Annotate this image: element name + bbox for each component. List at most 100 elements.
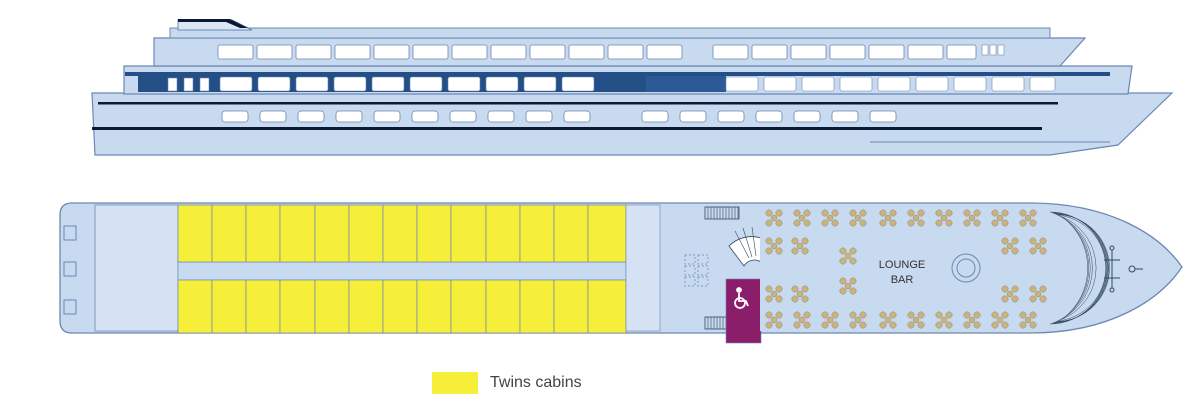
- twin-cabin: [245, 204, 281, 263]
- bridge-window: [997, 44, 1005, 56]
- middle-window: [763, 76, 797, 92]
- lounge-label-1: LOUNGE: [879, 259, 925, 271]
- twin-cabin: [587, 279, 627, 334]
- twin-cabin: [211, 279, 247, 334]
- lounge-table: [1029, 237, 1047, 255]
- upper-window: [490, 44, 527, 60]
- upper-window: [412, 44, 449, 60]
- twin-cabin: [177, 204, 213, 263]
- stern-area: [94, 204, 179, 332]
- lounge-table: [879, 311, 897, 329]
- twin-cabin: [450, 204, 487, 263]
- twin-cabin: [587, 204, 627, 263]
- lounge-table: [793, 311, 811, 329]
- twin-cabin: [211, 204, 247, 263]
- porthole: [563, 110, 591, 123]
- porthole: [793, 110, 821, 123]
- upper-window: [568, 44, 605, 60]
- lounge-table: [765, 285, 783, 303]
- lounge-table: [821, 209, 839, 227]
- middle-window: [219, 76, 253, 92]
- porthole: [831, 110, 859, 123]
- wheelchair-icon: [734, 287, 749, 309]
- middle-window: [409, 76, 443, 92]
- porthole: [641, 110, 669, 123]
- lounge-table: [1001, 237, 1019, 255]
- lounge-table: [991, 209, 1009, 227]
- twin-cabin: [279, 279, 316, 334]
- middle-window: [877, 76, 911, 92]
- deck-plan: LOUNGE BAR: [59, 202, 1183, 344]
- middle-window: [953, 76, 987, 92]
- upper-rail-stripe: [125, 72, 1110, 76]
- lounge-table: [765, 237, 783, 255]
- lounge-table: [1019, 209, 1037, 227]
- twin-cabin: [314, 204, 350, 263]
- upper-window: [946, 44, 977, 60]
- twin-cabin: [416, 204, 452, 263]
- legend-twins-label: Twins cabins: [490, 374, 582, 391]
- upper-window: [712, 44, 749, 60]
- upper-window: [646, 44, 683, 60]
- lounge-table: [907, 209, 925, 227]
- lounge-table: [1019, 311, 1037, 329]
- twin-cabin: [279, 204, 316, 263]
- stern-window: [183, 77, 194, 92]
- lounge-table: [791, 285, 809, 303]
- porthole: [335, 110, 363, 123]
- twin-cabin: [382, 279, 418, 334]
- bow-deck-line: [1058, 215, 1097, 321]
- lounge-label-2: BAR: [891, 274, 914, 286]
- upper-window: [373, 44, 410, 60]
- accessible-cabin: [725, 278, 762, 344]
- twin-cabin: [519, 279, 555, 334]
- middle-window: [561, 76, 595, 92]
- middle-window: [915, 76, 949, 92]
- twin-cabin: [382, 204, 418, 263]
- bow-deck-line: [1060, 216, 1091, 320]
- twin-cabin: [348, 204, 384, 263]
- elevator-grid: [684, 254, 709, 287]
- middle-window: [371, 76, 405, 92]
- middle-window: [523, 76, 557, 92]
- bridge-window: [981, 44, 989, 56]
- lounge-table: [1001, 285, 1019, 303]
- anchor-winch: [1104, 245, 1143, 293]
- twin-cabin: [450, 279, 487, 334]
- lounge-table: [849, 311, 867, 329]
- lounge-table: [849, 209, 867, 227]
- twin-cabin: [348, 279, 384, 334]
- bridge-window: [989, 44, 997, 56]
- cabin-corridor: [177, 261, 627, 281]
- bow-deck-line: [1057, 214, 1107, 322]
- stern-window: [167, 77, 178, 92]
- hull-stripe-bottom: [92, 127, 1042, 130]
- legend: Twins cabins: [432, 371, 582, 395]
- lounge-table: [839, 247, 857, 265]
- porthole: [487, 110, 515, 123]
- upper-window: [790, 44, 827, 60]
- porthole: [259, 110, 287, 123]
- twin-cabin: [519, 204, 555, 263]
- service-block: [625, 204, 661, 332]
- middle-window: [333, 76, 367, 92]
- lounge-table: [1029, 285, 1047, 303]
- middle-window: [801, 76, 835, 92]
- upper-window: [907, 44, 944, 60]
- middle-window: [447, 76, 481, 92]
- porthole: [679, 110, 707, 123]
- middle-window-band: [646, 76, 726, 92]
- stern-window: [199, 77, 210, 92]
- middle-window: [1029, 76, 1056, 92]
- porthole: [297, 110, 325, 123]
- lounge-table: [765, 209, 783, 227]
- twin-cabin: [177, 279, 213, 334]
- twin-cabin: [245, 279, 281, 334]
- porthole: [525, 110, 553, 123]
- lounge-table: [821, 311, 839, 329]
- porthole: [449, 110, 477, 123]
- lounge-table: [907, 311, 925, 329]
- lounge-table: [879, 209, 897, 227]
- middle-window: [295, 76, 329, 92]
